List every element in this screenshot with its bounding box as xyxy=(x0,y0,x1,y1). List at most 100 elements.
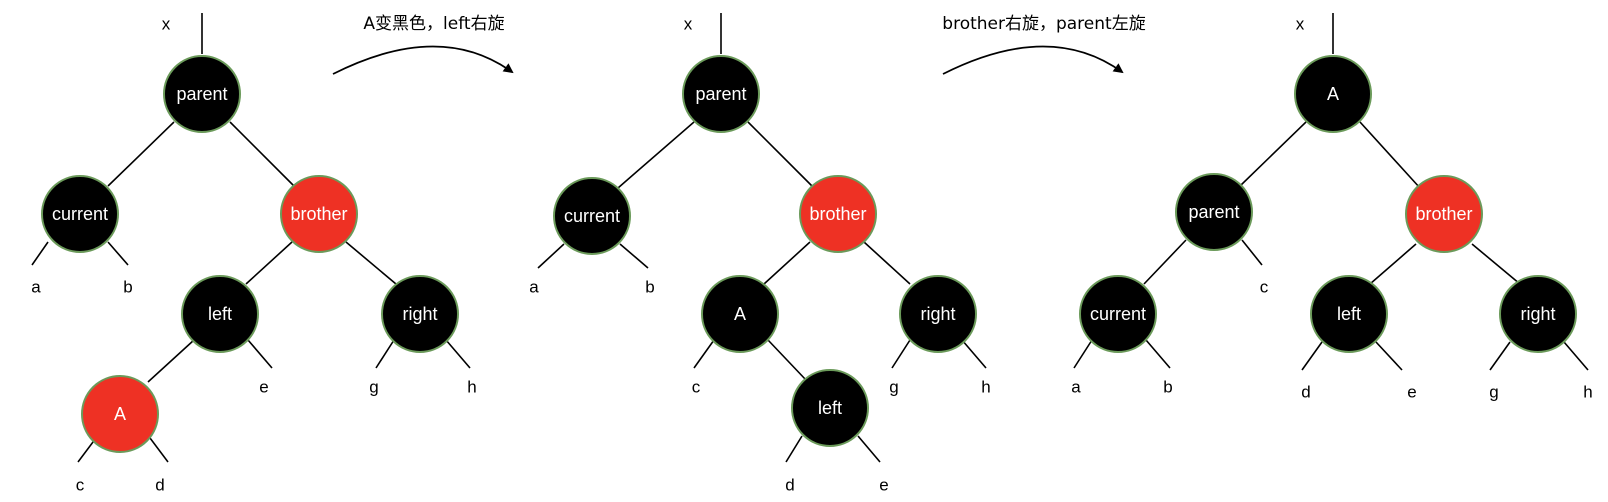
edge xyxy=(693,339,715,369)
tree-node-parent: parent xyxy=(1175,173,1253,251)
node-label: brother xyxy=(809,204,866,224)
leaf-label: b xyxy=(123,278,132,297)
edge xyxy=(1489,341,1511,371)
tree-node-left: left xyxy=(791,369,869,447)
leaf-label: d xyxy=(1301,383,1310,402)
edge xyxy=(537,243,565,269)
node-circle xyxy=(553,177,631,255)
edge xyxy=(763,241,811,285)
node-label: brother xyxy=(1415,204,1472,224)
edge xyxy=(767,339,807,381)
leaf-label: d xyxy=(785,476,794,495)
edge xyxy=(345,241,397,285)
node-circle xyxy=(1405,175,1483,253)
leaf-label: g xyxy=(889,378,898,397)
node-label: parent xyxy=(176,84,227,104)
leaf-label: e xyxy=(259,378,268,397)
edge xyxy=(747,121,813,187)
leaf-label: b xyxy=(645,278,654,297)
node-circle xyxy=(81,375,159,453)
leaf-label: x xyxy=(684,15,693,34)
tree-node-current: current xyxy=(553,177,631,255)
leaf-label: h xyxy=(981,378,990,397)
node-label: A xyxy=(114,404,126,424)
node-circle xyxy=(181,275,259,353)
edge xyxy=(245,241,293,285)
node-label: left xyxy=(1337,304,1361,324)
leaf-label: h xyxy=(1583,383,1592,402)
node-label: current xyxy=(564,206,620,226)
node-circle xyxy=(1079,275,1157,353)
tree-node-current: current xyxy=(41,175,119,253)
node-circle xyxy=(799,175,877,253)
node-circle xyxy=(280,175,358,253)
step-2: brother右旋，parent左旋 xyxy=(942,14,1146,75)
edge xyxy=(31,241,49,266)
node-circle xyxy=(1499,275,1577,353)
leaf-label: x xyxy=(1296,15,1305,34)
leaf-label: e xyxy=(879,476,888,495)
leaf-label: c xyxy=(1260,278,1269,297)
node-label: A xyxy=(734,304,746,324)
node-label: parent xyxy=(1188,202,1239,222)
tree-node-right: right xyxy=(899,275,977,353)
edge xyxy=(863,241,911,285)
tree-node-brother: brother xyxy=(280,175,358,253)
tree-1: parent current brother left right A x a … xyxy=(31,13,477,495)
leaf-label: g xyxy=(369,378,378,397)
edge xyxy=(1471,243,1521,285)
edge xyxy=(375,339,395,369)
leaf-label: d xyxy=(155,476,164,495)
node-circle xyxy=(1294,55,1372,133)
leaf-label: a xyxy=(1071,378,1081,397)
step-2-arrow xyxy=(942,45,1124,75)
node-label: brother xyxy=(290,204,347,224)
edge xyxy=(247,339,273,369)
leaf-label: b xyxy=(1163,378,1172,397)
leaf-label: h xyxy=(467,378,476,397)
tree-2: parent current brother A right left x a … xyxy=(529,13,991,495)
node-label: left xyxy=(818,398,842,418)
edge xyxy=(1375,341,1403,371)
tree-node-parent: parent xyxy=(163,55,241,133)
node-circle xyxy=(163,55,241,133)
edge xyxy=(961,339,987,369)
leaf-label: g xyxy=(1489,383,1498,402)
step-2-label: brother右旋，parent左旋 xyxy=(942,14,1145,34)
tree-node-parent: parent xyxy=(682,55,760,133)
edge xyxy=(107,241,129,266)
edge xyxy=(107,121,175,187)
node-label: right xyxy=(402,304,437,324)
edge xyxy=(147,339,195,383)
tree-node-A: A xyxy=(1294,55,1372,133)
leaf-label: e xyxy=(1407,383,1416,402)
node-circle xyxy=(1310,275,1388,353)
node-label: right xyxy=(920,304,955,324)
node-circle xyxy=(701,275,779,353)
leaf-label: c xyxy=(692,378,701,397)
edge xyxy=(149,437,169,463)
node-label: A xyxy=(1327,84,1339,104)
node-label: right xyxy=(1520,304,1555,324)
node-circle xyxy=(41,175,119,253)
node-label: parent xyxy=(695,84,746,104)
edge xyxy=(1359,121,1421,189)
node-label: current xyxy=(52,204,108,224)
leaf-label: a xyxy=(31,278,41,297)
edge xyxy=(445,339,471,369)
tree-node-current: current xyxy=(1079,275,1157,353)
edge xyxy=(1369,243,1417,285)
step-1: A变黑色，left右旋 xyxy=(332,14,514,75)
tree-node-right: right xyxy=(1499,275,1577,353)
tree-3: A parent brother current left right x c … xyxy=(1071,13,1593,402)
tree-node-right: right xyxy=(381,275,459,353)
edge xyxy=(891,339,911,369)
edge xyxy=(1073,339,1093,369)
edge xyxy=(1145,339,1171,369)
edge xyxy=(1301,341,1323,371)
node-circle xyxy=(791,369,869,447)
edge xyxy=(785,435,803,463)
node-circle xyxy=(899,275,977,353)
edge xyxy=(1239,121,1307,187)
